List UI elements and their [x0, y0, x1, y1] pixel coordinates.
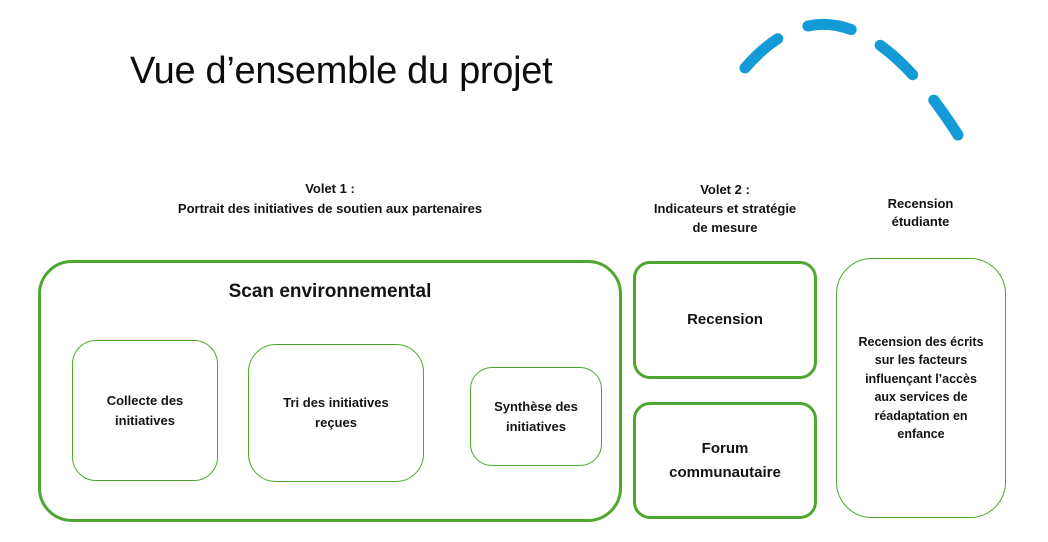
column-header-volet2: Volet 2 : Indicateurs et stratégie de me…: [653, 182, 797, 235]
box-label: Recension des écrits sur les facteurs in…: [858, 334, 984, 442]
page-title: Vue d’ensemble du projet: [130, 50, 553, 92]
box-label: Forum communautaire: [669, 439, 781, 481]
step-tri-des-initiatives-box: Tri des initiatives reçues: [248, 344, 424, 482]
forum-communautaire-box: Forum communautaire: [633, 402, 817, 519]
step-synthese-des-initiatives-box: Synthèse des initiatives: [470, 367, 602, 466]
scan-environnemental-title: Scan environnemental: [228, 281, 432, 302]
step-label: Synthèse des initiatives: [494, 398, 578, 434]
box-label: Recension: [687, 311, 763, 328]
dashed-arc-icon: [739, 18, 964, 141]
recension-etudiante-box: Recension des écrits sur les facteurs in…: [836, 258, 1006, 518]
recension-box: Recension: [633, 261, 817, 379]
column-header-recension-etudiante: Recension étudiante: [887, 196, 954, 229]
column-header-volet1: Volet 1 : Portrait des initiatives de so…: [177, 181, 483, 216]
step-label: Tri des initiatives reçues: [283, 395, 389, 430]
step-label: Collecte des initiatives: [106, 392, 184, 428]
step-collecte-des-initiatives-box: Collecte des initiatives: [72, 340, 218, 481]
